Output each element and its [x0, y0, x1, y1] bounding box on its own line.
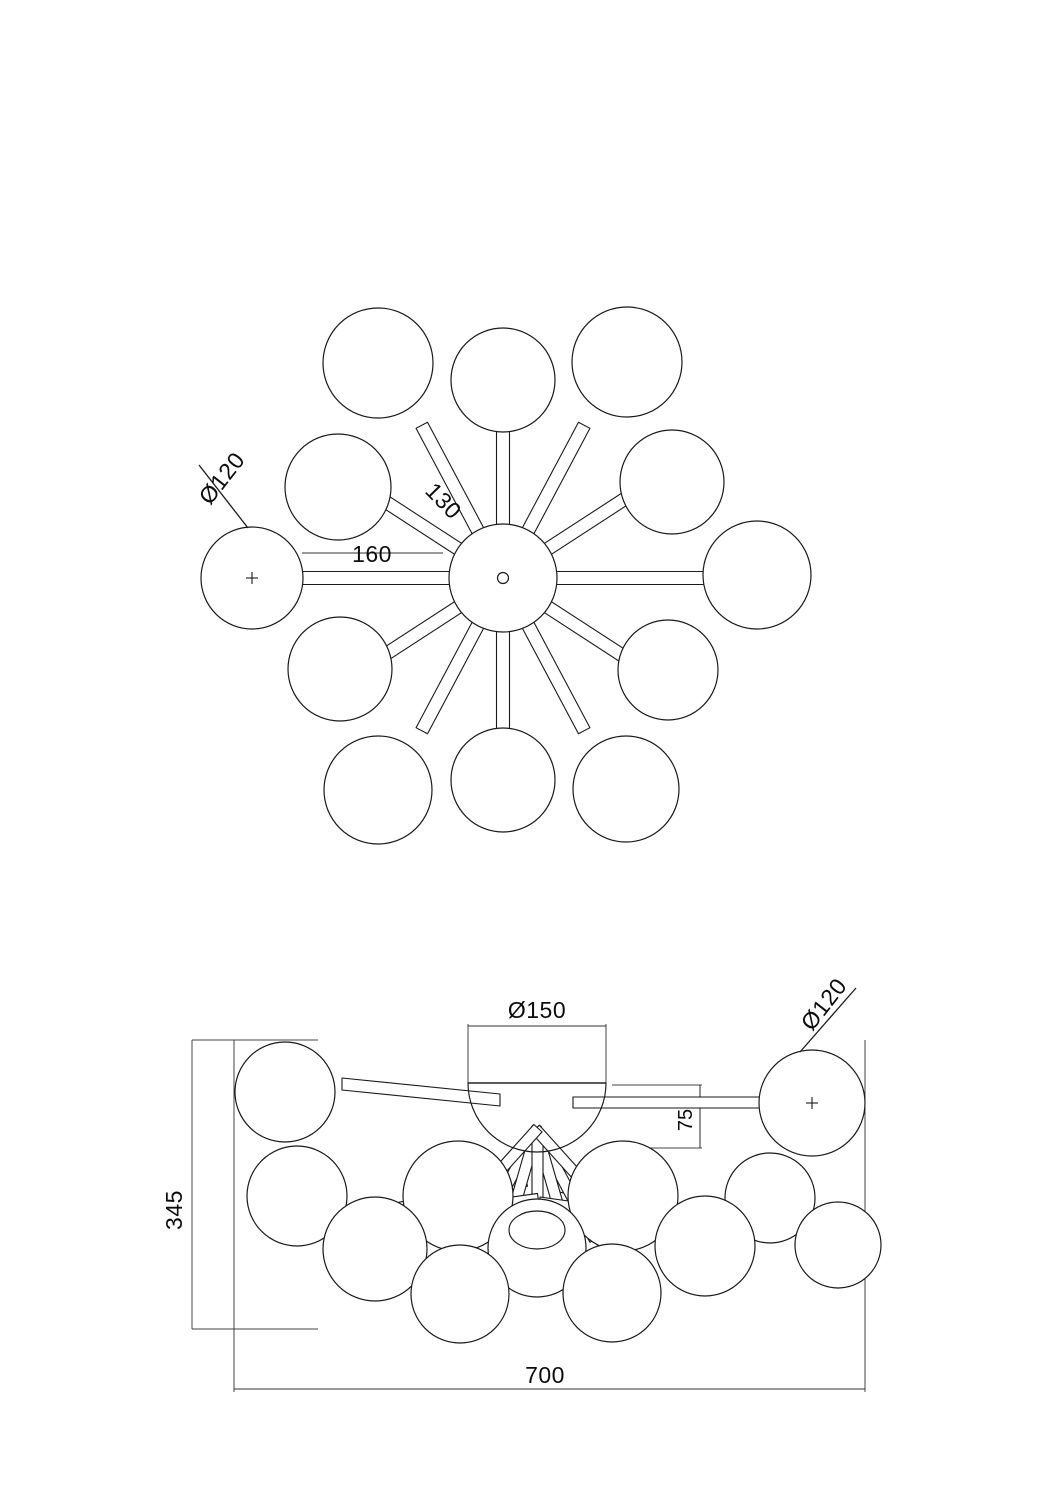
dimension-label: Ø150: [508, 997, 566, 1023]
globe: [794, 1201, 882, 1289]
globe: [322, 307, 434, 419]
globe: [702, 520, 812, 630]
dimension-label: 75: [675, 1109, 697, 1131]
globe: [322, 1196, 428, 1302]
globe: [487, 1198, 587, 1298]
globe: [234, 1041, 336, 1143]
globe: [323, 735, 433, 845]
globe: [571, 306, 683, 418]
globe: [562, 1243, 662, 1343]
globe: [619, 429, 725, 535]
dimension-arm-160: 160: [302, 541, 443, 567]
globe: [284, 433, 392, 541]
canopy-outline: [467, 1082, 607, 1153]
dimension-label: 160: [352, 541, 392, 567]
globe: [572, 735, 680, 843]
arm-rod: [341, 1077, 501, 1107]
top-view-hub: [448, 523, 558, 633]
globe: [246, 1145, 348, 1247]
dimension-globe-diameter-front: Ø120: [795, 973, 857, 1053]
globe-center-mark: [806, 1097, 818, 1109]
dimension-canopy-150: Ø150: [467, 997, 607, 1083]
globe: [287, 616, 393, 722]
dimension-label: Ø120: [193, 447, 249, 509]
globe-center-mark: [246, 572, 258, 584]
socket-detail: [508, 1210, 566, 1250]
ceiling-canopy: [467, 1082, 607, 1153]
globe: [450, 327, 556, 433]
globe: [617, 619, 719, 721]
dimension-globe-diameter-top: Ø120: [193, 447, 250, 529]
dimension-label: 700: [525, 1362, 565, 1388]
globe: [410, 1244, 510, 1344]
globe: [654, 1195, 756, 1297]
hub-center-hole: [496, 571, 510, 585]
front-view-group: 345 700 Ø150 75: [161, 973, 882, 1392]
dimension-drop-75: 75: [612, 1084, 702, 1149]
dimension-label: 345: [161, 1190, 187, 1230]
globe: [450, 727, 556, 833]
top-view-globes: [200, 306, 812, 845]
top-view-group: Ø120 160 130: [193, 306, 812, 845]
